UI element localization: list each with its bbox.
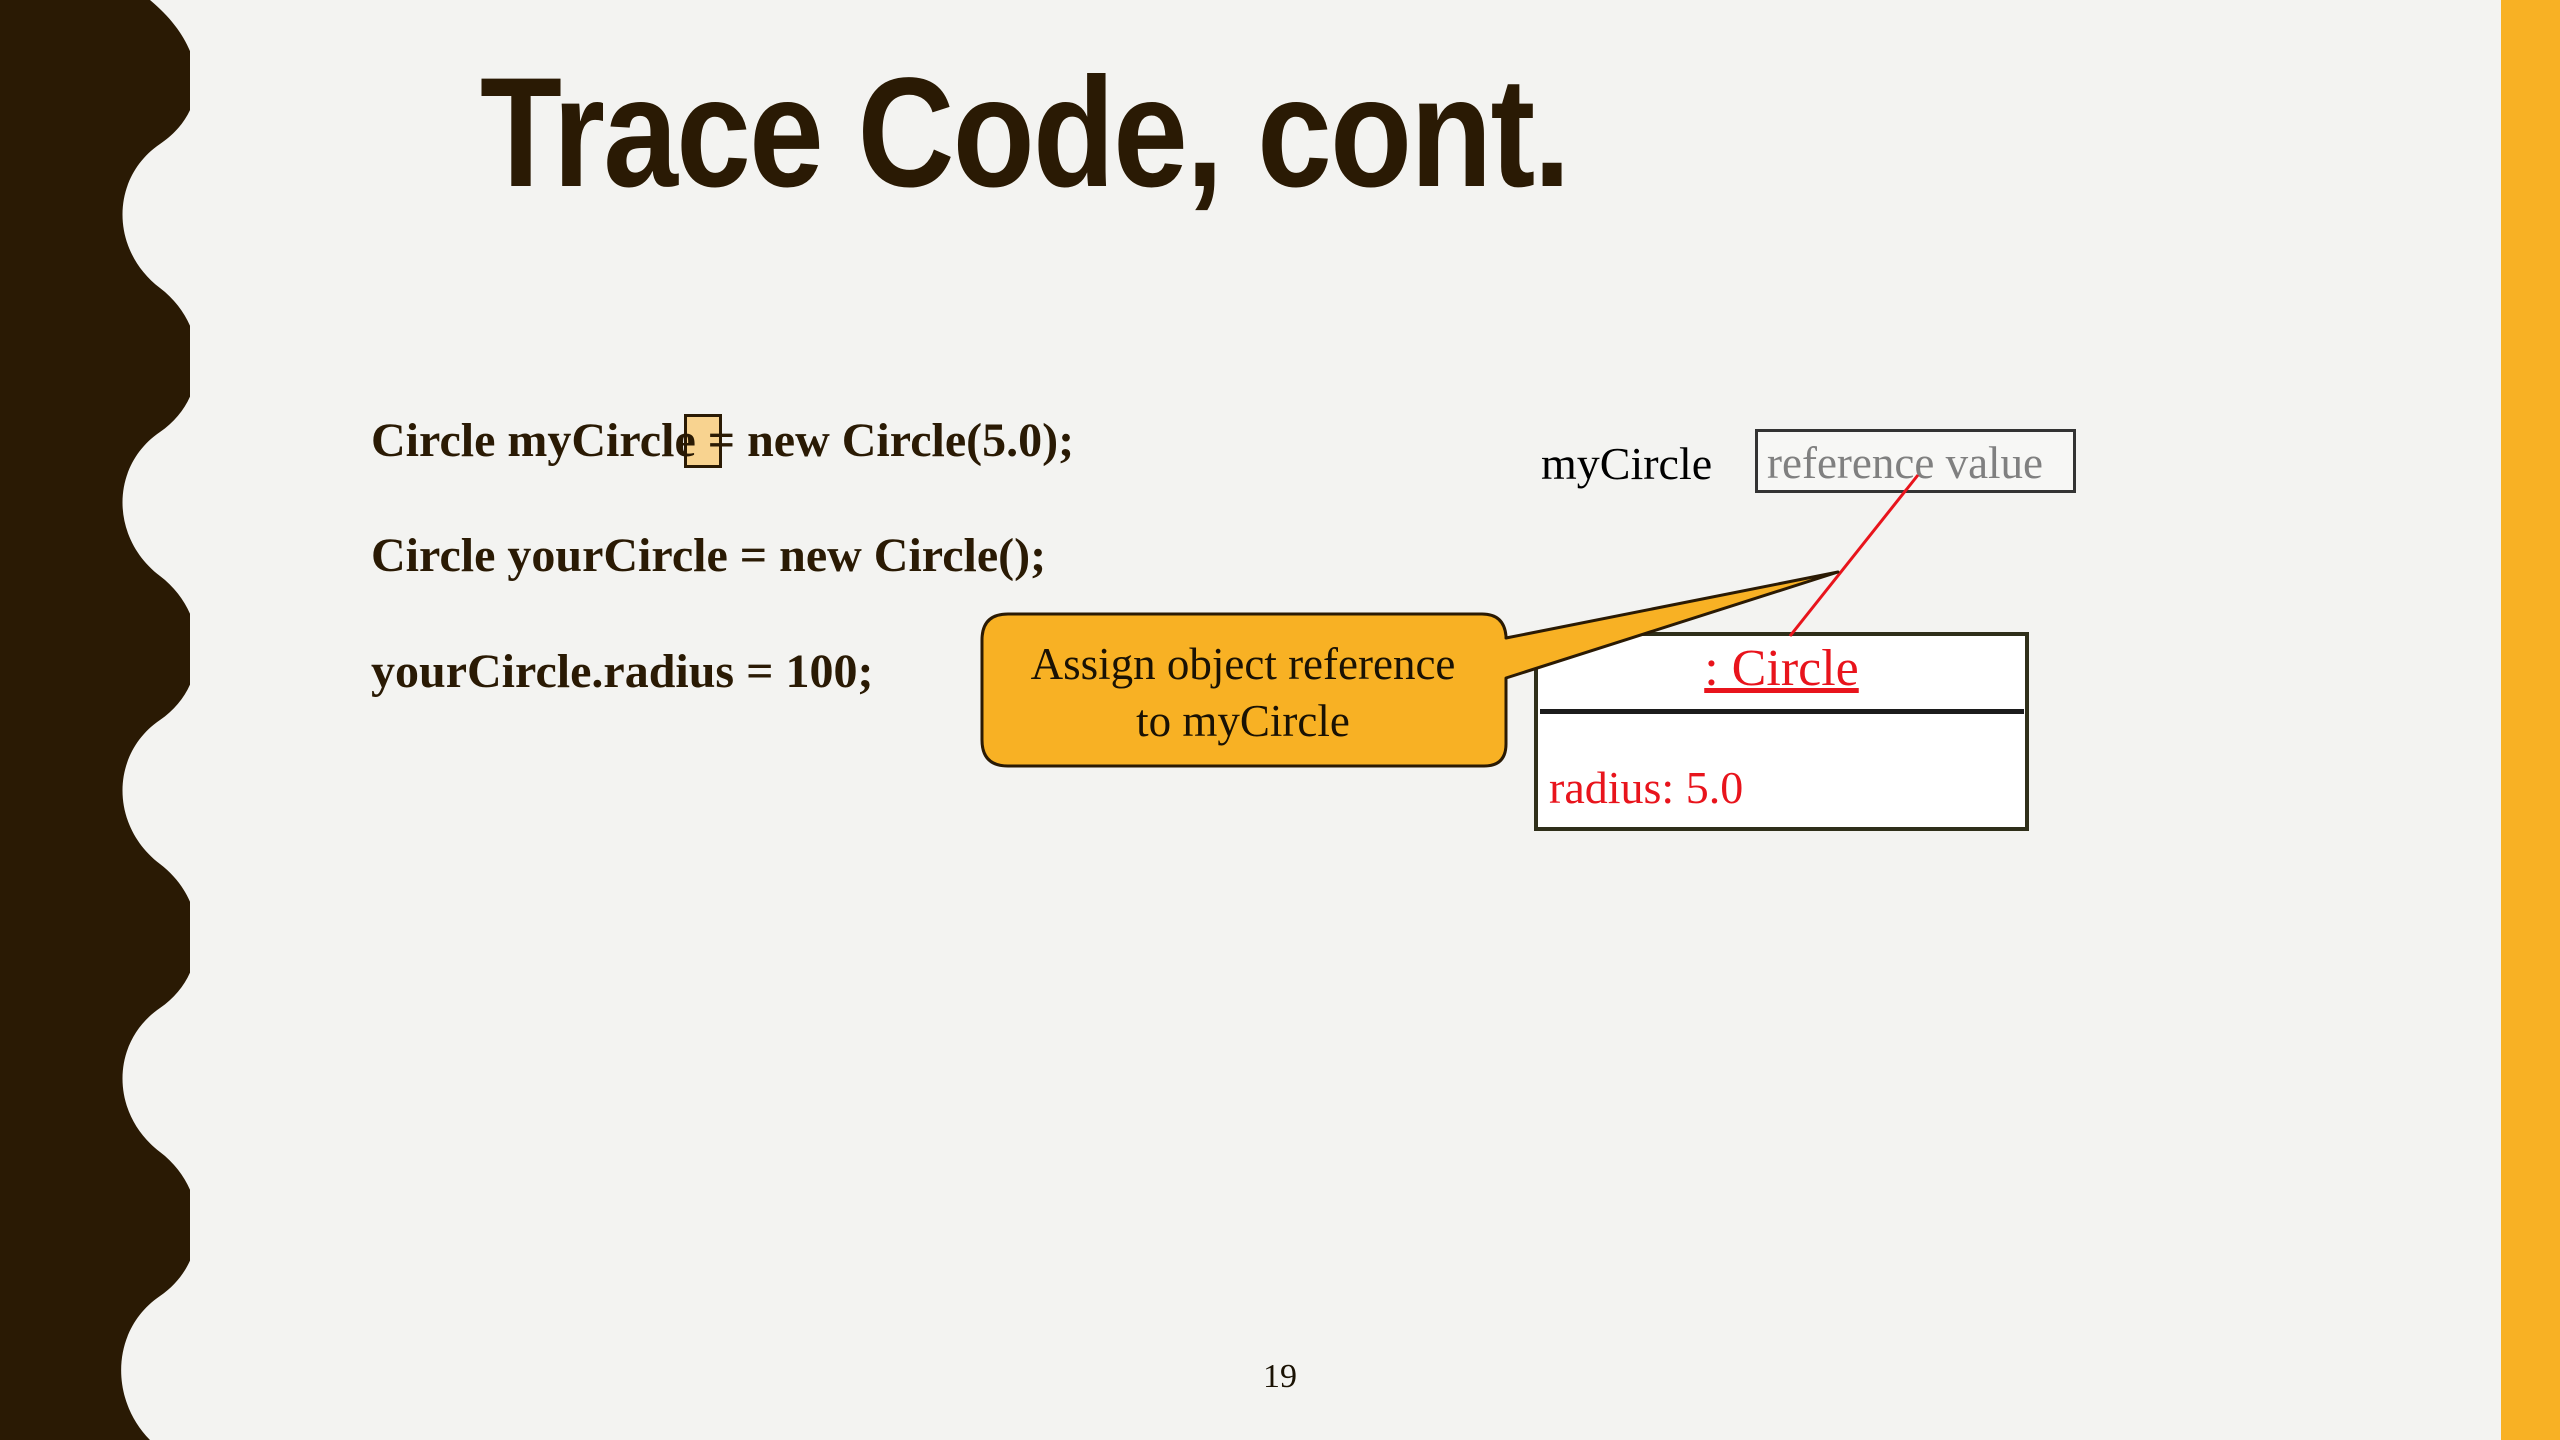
slide-title: Trace Code, cont.: [480, 46, 1571, 220]
callout-line-1: Assign object reference: [1030, 639, 1456, 689]
object-divider: [1540, 709, 2024, 714]
reference-box: [1755, 429, 2076, 493]
object-name: : Circle: [1704, 640, 1859, 697]
left-wave-border: [0, 0, 190, 1440]
assignment-highlight: [684, 414, 722, 468]
code-line-1: Circle myCircle = new Circle(5.0);: [371, 414, 1075, 467]
reference-value-label: reference value: [1767, 438, 2044, 488]
callout-text: Assign object reference to myCircle: [981, 636, 1505, 750]
page-number: 19: [1263, 1358, 1297, 1395]
callout-line-2: to myCircle: [1136, 696, 1350, 746]
code-line-2: Circle yourCircle = new Circle();: [371, 529, 1047, 582]
callout-bubble: [980, 570, 1840, 768]
object-field: radius: 5.0: [1549, 762, 1744, 813]
reference-arrow: [1788, 474, 1920, 637]
code-line-3: yourCircle.radius = 100;: [371, 645, 874, 698]
variable-label: myCircle: [1541, 438, 1713, 489]
object-box: [1534, 632, 2029, 831]
right-accent-bar: [2501, 0, 2560, 1440]
